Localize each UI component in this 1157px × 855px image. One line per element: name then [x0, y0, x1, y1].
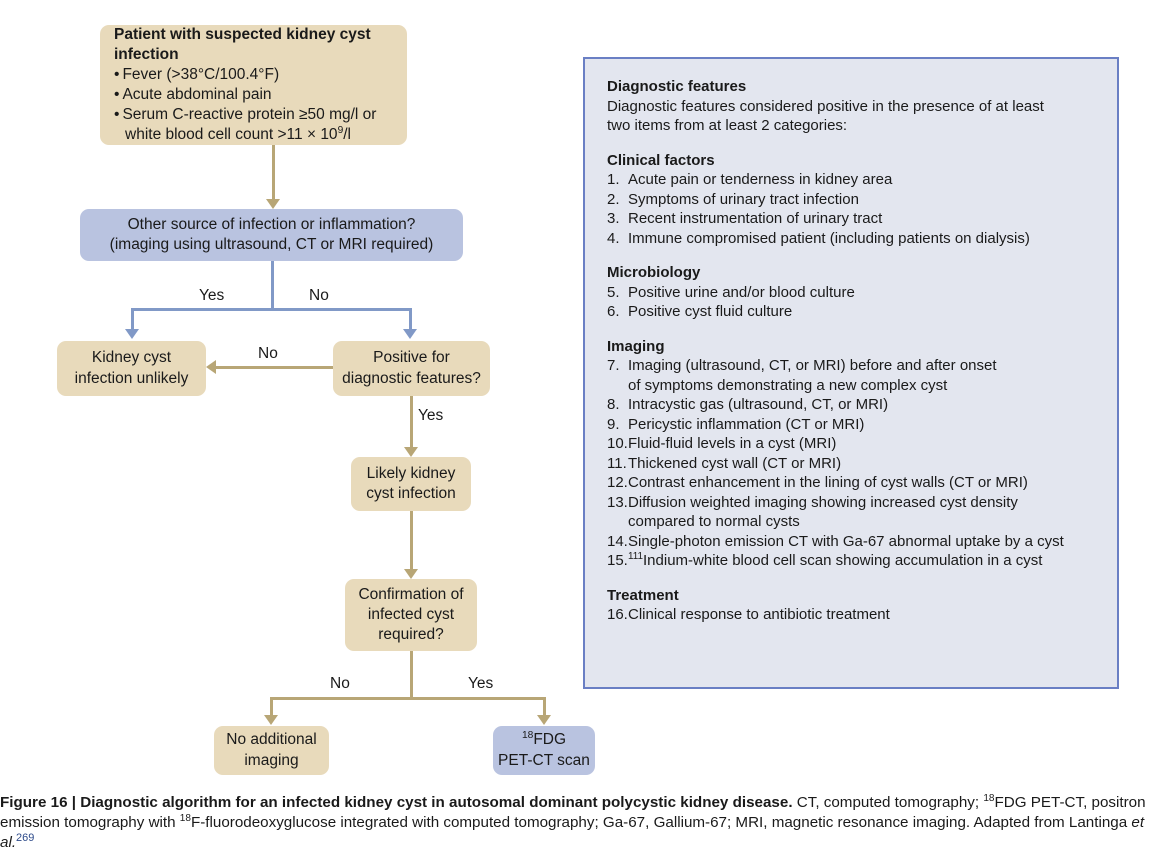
node-confirmation-line-1: Confirmation of [358, 585, 464, 603]
node-no-additional-imaging: No additional imaging [214, 726, 329, 775]
edge-label-features-no: No [258, 345, 278, 362]
edge-label-other-source-yes: Yes [199, 287, 225, 304]
panel-list-item: 4. Immune compromised patient (including… [607, 229, 1030, 247]
panel-list-item: 1. Acute pain or tenderness in kidney ar… [607, 171, 893, 188]
caption-separator: | [67, 794, 81, 811]
connector-other-source-stem [271, 261, 274, 310]
figure-caption: Figure 16 | Diagnostic algorithm for an … [0, 793, 1157, 853]
edge-label-other-source-no: No [309, 287, 329, 304]
panel-list-item: 10. Fluid-fluid levels in a cyst (MRI) [607, 435, 837, 452]
arrow-features-to-likely [404, 447, 418, 457]
caption-sup-2: 18 [179, 813, 191, 824]
node-patient-bullet-1: •Fever (>38°C/100.4°F) [114, 65, 280, 83]
node-patient-suspected-infection: Patient with suspected kidney cyst infec… [100, 25, 407, 145]
node-likely-line-1: Likely kidney [366, 464, 456, 482]
connector-other-source-horizontal [131, 308, 412, 311]
node-likely-line-2: cyst infection [366, 485, 456, 502]
connector-confirmation-no-branch [270, 697, 273, 718]
panel-category-treatment: Treatment [607, 586, 679, 604]
connector-confirmation-horizontal [270, 697, 545, 700]
connector-other-source-no-branch [409, 308, 412, 332]
connector-other-source-yes-branch [131, 308, 134, 332]
node-no-imaging-line-1: No additional [226, 731, 317, 749]
panel-list-item: 15. 111Indium-white blood cell scan show… [607, 551, 1097, 571]
node-confirmation-line-2: infected cyst [367, 605, 455, 623]
connector-confirmation-stem [410, 651, 413, 699]
caption-body-part-2: FDG PET-CT, positron emission tomography… [0, 794, 1146, 832]
panel-category-imaging: Imaging [607, 337, 665, 355]
node-confirmation-required: Confirmation of infected cyst required? [345, 579, 477, 651]
panel-category-clinical-factors: Clinical factors [607, 151, 715, 169]
arrow-features-to-unlikely [206, 360, 216, 374]
arrow-likely-to-confirmation [404, 569, 418, 579]
edge-label-features-yes: Yes [418, 407, 444, 424]
panel-item-15-text: 111Indium-white blood cell scan showing … [628, 551, 1043, 569]
node-kidney-cyst-infection-unlikely: Kidney cyst infection unlikely [57, 341, 206, 396]
node-likely-kidney-cyst-infection: Likely kidney cyst infection [351, 457, 471, 511]
caption-sup-1: 18 [983, 792, 995, 804]
caption-reference-number: 269 [16, 832, 35, 845]
node-patient-title: Patient with suspected kidney cyst infec… [114, 25, 371, 63]
panel-list-item: 2. Symptoms of urinary tract infection [607, 190, 859, 208]
node-patient-bullet-3: •Serum C-reactive protein ≥50 mg/l or [114, 106, 377, 124]
connector-features-to-unlikely [216, 366, 333, 369]
connector-confirmation-yes-branch [543, 697, 546, 718]
panel-category-microbiology: Microbiology [607, 264, 701, 281]
node-unlikely-line-1: Kidney cyst [91, 349, 172, 367]
node-positive-features-line-2: diagnostic features? [342, 369, 481, 387]
panel-list-item-continuation: of symptoms demonstrating a new complex … [628, 376, 948, 394]
panel-spacer [607, 136, 1097, 151]
panel-list-item: 6. Positive cyst fluid culture [607, 303, 793, 320]
connector-features-to-likely [410, 396, 413, 449]
panel-list-item: 12. Contrast enhancement in the lining o… [607, 474, 1028, 491]
node-other-source-of-infection: Other source of infection or inflammatio… [80, 209, 463, 261]
panel-list-item: 13. Diffusion weighted imaging showing i… [607, 493, 1018, 511]
node-patient-bullet-2: •Acute abdominal pain [114, 86, 272, 103]
arrow-other-source-yes [125, 329, 139, 339]
arrow-confirmation-yes [537, 715, 551, 725]
arrow-patient-to-other-source [266, 199, 280, 209]
node-confirmation-line-3: required? [378, 626, 444, 644]
panel-spacer [607, 322, 1097, 337]
caption-title: Diagnostic algorithm for an infected kid… [80, 794, 793, 811]
connector-likely-to-confirmation [410, 511, 413, 571]
panel-list-item-continuation: compared to normal cysts [628, 513, 800, 530]
panel-list-item: 11. Thickened cyst wall (CT or MRI) [607, 454, 842, 472]
caption-et-al: et al. [0, 814, 1145, 852]
panel-spacer [607, 248, 1097, 263]
node-pet-ct-line-1: 18FDG [521, 730, 567, 749]
node-other-source-line-1: Other source of infection or inflammatio… [127, 215, 416, 233]
panel-intro-line-2: two items from at least 2 categories: [607, 117, 848, 134]
panel-list-item: 5. Positive urine and/or blood culture [607, 283, 855, 301]
arrow-confirmation-no [264, 715, 278, 725]
caption-body-part-1: CT, computed tomography; [792, 794, 984, 811]
panel-list-item: 16. Clinical response to antibiotic trea… [607, 606, 890, 623]
node-no-imaging-line-2: imaging [244, 751, 299, 769]
panel-list-item: 14. Single-photon emission CT with Ga-67… [607, 532, 1064, 550]
panel-spacer [607, 571, 1097, 586]
panel-list-item: 8. Intracystic gas (ultrasound, CT, or M… [607, 396, 889, 413]
node-positive-features-line-1: Positive for [373, 349, 450, 367]
panel-list-item: 9. Pericystic inflammation (CT or MRI) [607, 415, 865, 433]
node-fdg-pet-ct-scan: 18FDG PET-CT scan [493, 726, 595, 775]
panel-list-item: 3. Recent instrumentation of urinary tra… [607, 210, 883, 227]
node-positive-for-diagnostic-features: Positive for diagnostic features? [333, 341, 490, 396]
panel-list-item: 7. Imaging (ultrasound, CT, or MRI) befo… [607, 357, 997, 374]
caption-body-part-3: F-fluorodeoxyglucose integrated with com… [190, 814, 1132, 832]
diagnostic-features-panel: Diagnostic features Diagnostic features … [583, 57, 1119, 689]
node-unlikely-line-2: infection unlikely [74, 369, 189, 387]
node-patient-bullet-3-continuation: white blood cell count >11 × 109/l [125, 125, 351, 144]
edge-label-confirmation-no: No [330, 675, 350, 692]
panel-heading-diagnostic-features: Diagnostic features [607, 78, 747, 95]
connector-patient-to-other-source [272, 145, 275, 201]
panel-intro-line-1: Diagnostic features considered positive … [607, 97, 1044, 115]
node-pet-ct-line-2: PET-CT scan [498, 751, 590, 769]
caption-figure-label: Figure 16 [0, 794, 68, 811]
edge-label-confirmation-yes: Yes [468, 675, 494, 692]
arrow-other-source-no [403, 329, 417, 339]
node-other-source-line-2: (imaging using ultrasound, CT or MRI req… [109, 236, 434, 253]
